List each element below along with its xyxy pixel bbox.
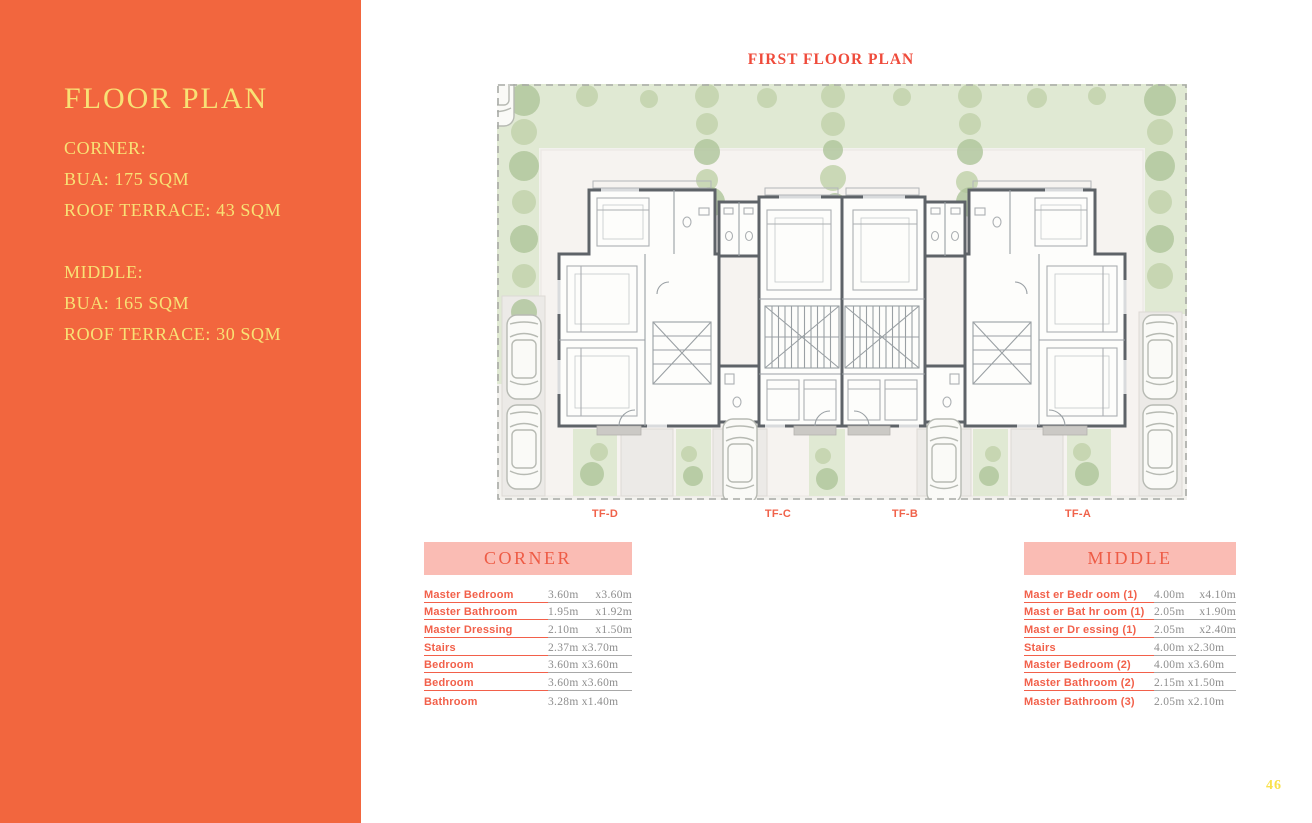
table-row: Mast er Bat hr oom (1) 2.05m x1.90m [1024,603,1236,621]
dim-width: 2.37m x3.70m [548,641,619,654]
dim-length: x1.90m [1199,606,1236,619]
car-top-view [722,418,758,500]
room-label: Bedroom [424,659,548,674]
car-top-view [1142,314,1178,400]
room-label: Master Bedroom (2) [1024,659,1154,674]
dim-width: 2.05m [1154,624,1185,637]
room-label: Master Bathroom (2) [1024,677,1154,692]
dim-width: 3.60m [548,588,579,601]
dim-width: 3.28m x1.40m [548,695,619,708]
table-row: Mast er Dr essing (1) 2.05m x2.40m [1024,620,1236,639]
room-dimensions: 2.15m x1.50m [1154,677,1236,692]
dim-length: x4.10m [1199,588,1236,601]
dim-width: 3.60m x3.60m [548,659,619,672]
room-label: Stairs [424,642,548,656]
room-dimensions: 2.37m x3.70m [548,642,632,656]
room-label: Mast er Dr essing (1) [1024,624,1154,639]
unit-label-tf-b: TF-B [891,508,919,520]
room-dimensions: 3.60m x3.60m [548,677,632,692]
dim-length: x2.40m [1199,624,1236,637]
room-dimensions: 2.10m x1.50m [548,624,632,639]
table-row: Master Bathroom (3) 2.05m x2.10m [1024,691,1236,709]
spec-line-middle-bua: BUA: 165 SQM [64,293,190,313]
room-label: Master Bedroom [424,589,548,603]
table-row: Master Bathroom 1.95m x1.92m [424,603,632,621]
car-top-view [506,404,542,490]
unit-label-tf-a: TF-A [1064,508,1092,520]
middle-table-header: MIDDLE [1024,542,1236,575]
dim-length: x1.92m [595,606,632,619]
unit-label-tf-c: TF-C [764,508,792,520]
corner-dimensions-table: CORNER Master Bedroom 3.60m x3.60m Master… [424,542,632,709]
page-title: FLOOR PLAN [64,82,269,115]
unit-label-tf-d: TF-D [591,508,619,520]
room-label: Master Bathroom [424,606,548,621]
middle-dimensions-table: MIDDLE Mast er Bedr oom (1) 4.00m x4.10m … [1024,542,1236,709]
dim-width: 2.10m [548,624,579,637]
spec-line-middle-roof: ROOF TERRACE: 30 SQM [64,324,282,344]
dim-width: 4.00m x2.30m [1154,641,1225,654]
room-dimensions: 3.60m x3.60m [548,659,632,674]
table-row: Stairs 2.37m x3.70m [424,638,632,656]
room-dimensions: 2.05m x1.90m [1154,606,1236,621]
spec-line-corner-bua: BUA: 175 SQM [64,169,190,189]
room-dimensions: 3.60m x3.60m [548,589,632,603]
corner-table-rows: Master Bedroom 3.60m x3.60m Master Bathro… [424,585,632,709]
building-left-half [557,180,844,436]
room-label: Bedroom [424,677,548,692]
room-label: Master Bathroom (3) [1024,695,1135,708]
dim-length: x3.60m [595,588,632,601]
spec-line-corner-roof: ROOF TERRACE: 43 SQM [64,200,282,220]
dim-width: 2.05m x2.10m [1154,695,1225,708]
car-top-view [1142,404,1178,490]
room-label: Bathroom [424,695,478,708]
site-plan-svg [497,84,1187,500]
room-dimensions: 4.00m x3.60m [1154,659,1236,674]
table-row: Bedroom 3.60m x3.60m [424,656,632,674]
room-dimensions: 1.95m x1.92m [548,606,632,621]
car-top-view [506,314,542,400]
room-label: Mast er Bedr oom (1) [1024,589,1154,603]
table-row: Master Bathroom (2) 2.15m x1.50m [1024,673,1236,692]
table-row: Bathroom 3.28m x1.40m [424,691,632,709]
room-label: Mast er Bat hr oom (1) [1024,606,1154,621]
building-right-half [840,179,1127,437]
car-top-view [926,418,962,500]
table-row: Mast er Bedr oom (1) 4.00m x4.10m [1024,585,1236,603]
dim-width: 4.00m x3.60m [1154,659,1225,672]
floor-plan-drawing [497,84,1187,500]
room-dimensions: 4.00m x2.30m [1154,642,1236,656]
room-label: Stairs [1024,642,1154,656]
corner-table-header: CORNER [424,542,632,575]
dim-width: 2.05m [1154,606,1185,619]
spec-line-middle: MIDDLE: [64,262,144,282]
dim-width: 2.15m x1.50m [1154,677,1225,690]
spec-line-blank [64,226,281,257]
plan-title: FIRST FLOOR PLAN [747,51,915,68]
car-top-view [497,84,515,127]
dim-width: 3.60m x3.60m [548,677,619,690]
room-dimensions: 4.00m x4.10m [1154,589,1236,603]
room-dimensions: 2.05m x2.10m [1154,696,1236,709]
table-row: Bedroom 3.60m x3.60m [424,673,632,692]
table-row: Master Bedroom (2) 4.00m x3.60m [1024,656,1236,674]
table-row: Stairs 4.00m x2.30m [1024,638,1236,656]
sidebar: FLOOR PLAN CORNER: BUA: 175 SQM ROOF TER… [0,0,361,823]
middle-table-rows: Mast er Bedr oom (1) 4.00m x4.10m Mast er… [1024,585,1236,709]
page-number: 46 [1266,778,1282,793]
plan-border [497,84,1187,500]
dim-width: 4.00m [1154,588,1185,601]
room-label: Master Dressing [424,624,548,639]
table-row: Master Bedroom 3.60m x3.60m [424,585,632,603]
spec-lines: CORNER: BUA: 175 SQM ROOF TERRACE: 43 SQ… [64,133,281,350]
room-dimensions: 3.28m x1.40m [548,696,632,709]
spec-line-corner: CORNER: [64,138,147,158]
table-row: Master Dressing 2.10m x1.50m [424,620,632,639]
dim-length: x1.50m [595,624,632,637]
landscaping-trees [508,84,1176,490]
dim-width: 1.95m [548,606,579,619]
room-dimensions: 2.05m x2.40m [1154,624,1236,639]
